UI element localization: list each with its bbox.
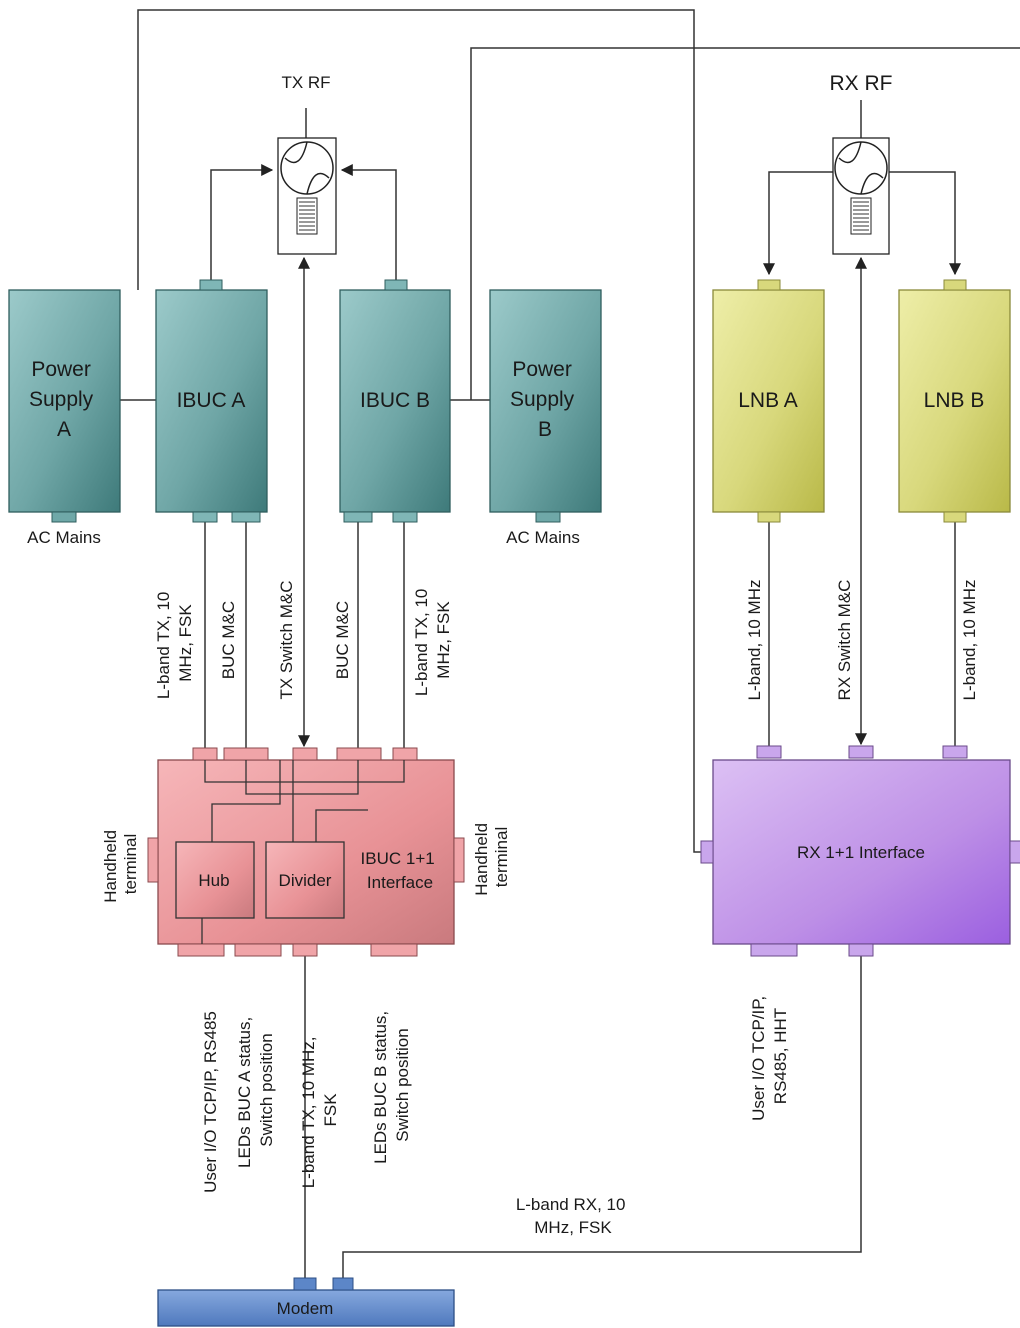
rx-switch-to-lnb-a: [763, 171, 834, 276]
lnb-b-label: LNB B: [924, 389, 985, 412]
buc-mc-b-label: BUC M&C: [333, 601, 352, 679]
rx-rf-label: RX RF: [830, 72, 893, 95]
tx-switch-mc-label: TX Switch M&C: [277, 580, 296, 699]
buc-mc-a-label: BUC M&C: [219, 601, 238, 679]
divider-box: [265, 841, 345, 919]
ibuc-interface: [147, 747, 465, 957]
tx-rf-label: TX RF: [281, 73, 330, 92]
power-supply-b-label: Power Supply B: [510, 358, 580, 441]
handheld-left-label: Handheld terminal: [101, 825, 140, 903]
ibuc-a-to-tx-switch: [210, 164, 274, 280]
tx-rf-switch: [277, 137, 337, 255]
rx-rf-switch: [832, 137, 890, 255]
hub-label: Hub: [198, 871, 229, 890]
divider-label: Divider: [279, 871, 332, 890]
rx-switch-to-lnb-b: [888, 171, 961, 276]
power-supply-a: [8, 289, 121, 523]
lnb-a: [712, 279, 825, 523]
leds-a-label: LEDs BUC A status, Switch position: [235, 1012, 276, 1168]
user-io-tx-label: User I/O TCP/IP, RS485: [201, 1011, 220, 1193]
rx-switch-mc-label: RX Switch M&C: [835, 580, 854, 701]
ibuc-a-label: IBUC A: [177, 389, 246, 412]
leds-b-label: LEDs BUC B status, Switch position: [371, 1006, 412, 1164]
ibuc-b: [339, 279, 451, 523]
lband-tx-a-label: L-band TX, 10 MHz, FSK: [154, 587, 195, 699]
modem-label: Modem: [277, 1299, 334, 1318]
modem: [157, 1277, 455, 1327]
lband-tx-modem-label: L-band TX, 10 MHz, FSK: [299, 1032, 340, 1189]
ibuc-b-to-offpage-line: [470, 47, 1020, 400]
lband-lnb-b-label: L-band, 10 MHz: [960, 580, 979, 701]
ibuc-b-label: IBUC B: [360, 389, 430, 412]
rx-interface: [700, 745, 1020, 957]
lband-rx-modem-label: L-band RX, 10 MHz, FSK: [516, 1195, 630, 1237]
ibuc-b-to-tx-switch: [340, 164, 397, 280]
handheld-right-label: Handheld terminal: [472, 818, 511, 896]
ac-mains-a-label: AC Mains: [27, 528, 101, 547]
lband-tx-b-label: L-band TX, 10 MHz, FSK: [412, 584, 453, 696]
power-supply-a-label: Power Supply A: [29, 358, 99, 441]
ps-a-to-rx-interface-line: [137, 9, 708, 853]
connection-lines: [120, 9, 1020, 1278]
hub-box: [175, 841, 255, 919]
power-supply-b: [489, 289, 602, 523]
ac-mains-b-label: AC Mains: [506, 528, 580, 547]
ibuc-a: [155, 279, 268, 523]
rx-interface-label: RX 1+1 Interface: [797, 843, 925, 862]
lnb-a-label: LNB A: [738, 389, 798, 412]
lnb-b: [898, 279, 1011, 523]
modem-rx-line: [342, 955, 862, 1278]
user-io-rx-label: User I/O TCP/IP, RS485, HHT: [749, 991, 790, 1121]
lband-lnb-a-label: L-band, 10 MHz: [745, 580, 764, 701]
ibuc-interface-label: IBUC 1+1 Interface: [361, 849, 440, 892]
